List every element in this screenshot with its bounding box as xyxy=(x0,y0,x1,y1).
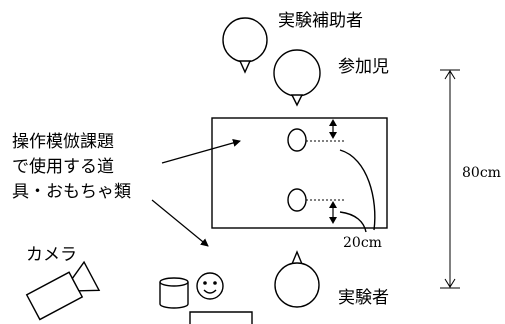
lower-edge-dimension-arrow xyxy=(329,201,337,224)
gap-dimension-label: 20cm xyxy=(343,235,382,251)
assistant-figure xyxy=(222,17,268,74)
task-items-label-line1: 操作模倣課題 xyxy=(12,132,114,152)
upper-edge-dimension-arrow xyxy=(329,119,337,139)
experimenter-figure xyxy=(274,250,320,308)
task-items-label-line3: 具・おもちゃ類 xyxy=(12,182,131,202)
table xyxy=(211,117,388,229)
pointer-arrow-to-table xyxy=(161,139,241,164)
gap-leader-curve-upper xyxy=(339,149,376,231)
camera-label: カメラ xyxy=(26,245,77,265)
height-dimension-line xyxy=(440,69,460,289)
height-dimension-label: 80cm xyxy=(462,165,501,181)
assistant-label: 実験補助者 xyxy=(278,11,363,31)
toy-box xyxy=(189,311,253,324)
lower-object xyxy=(287,188,307,212)
gap-leader-curve-lower xyxy=(339,211,367,233)
task-items-label-line2: で使用する道 xyxy=(12,156,114,177)
child-figure xyxy=(273,49,321,107)
child-label: 参加児 xyxy=(338,57,389,77)
toy-smiley-face xyxy=(196,272,224,300)
camera-icon xyxy=(25,260,101,321)
experimenter-label: 実験者 xyxy=(338,288,389,308)
pointer-arrow-to-toys xyxy=(151,199,209,247)
upper-object xyxy=(287,128,307,152)
toy-cylinder xyxy=(159,277,189,309)
